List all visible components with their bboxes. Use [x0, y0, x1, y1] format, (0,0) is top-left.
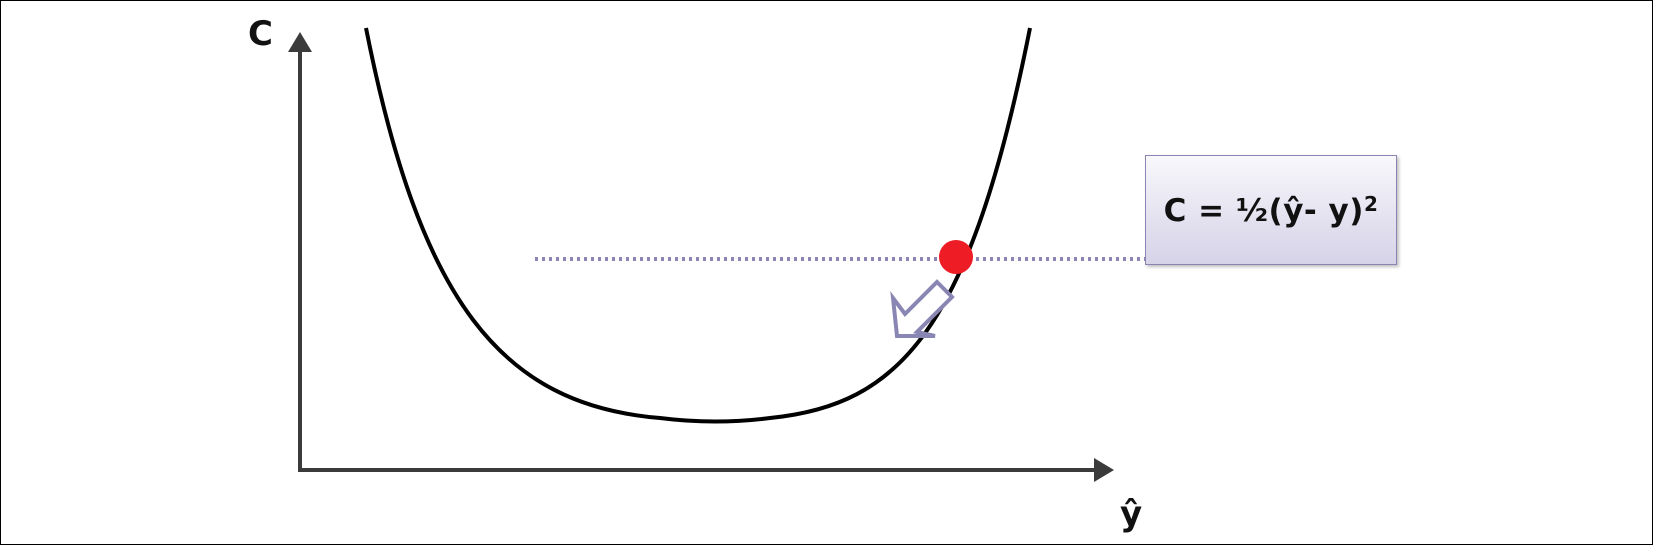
down-left-arrow-icon [890, 279, 955, 338]
y-axis-label: C [248, 14, 273, 54]
x-axis-label: ŷ [1120, 494, 1142, 534]
cost-formula-exponent: 2 [1363, 191, 1379, 216]
x-axis-arrowhead [1094, 458, 1114, 482]
formula-box: C = ½(ŷ- y)2 [1145, 155, 1397, 265]
cost-formula-body: C = ½(ŷ- y) [1163, 192, 1364, 229]
red-dot-icon [939, 240, 973, 274]
y-axis-arrowhead [288, 32, 312, 52]
cost-formula: C = ½(ŷ- y)2 [1164, 192, 1379, 229]
cost-curve [364, 27, 1032, 424]
